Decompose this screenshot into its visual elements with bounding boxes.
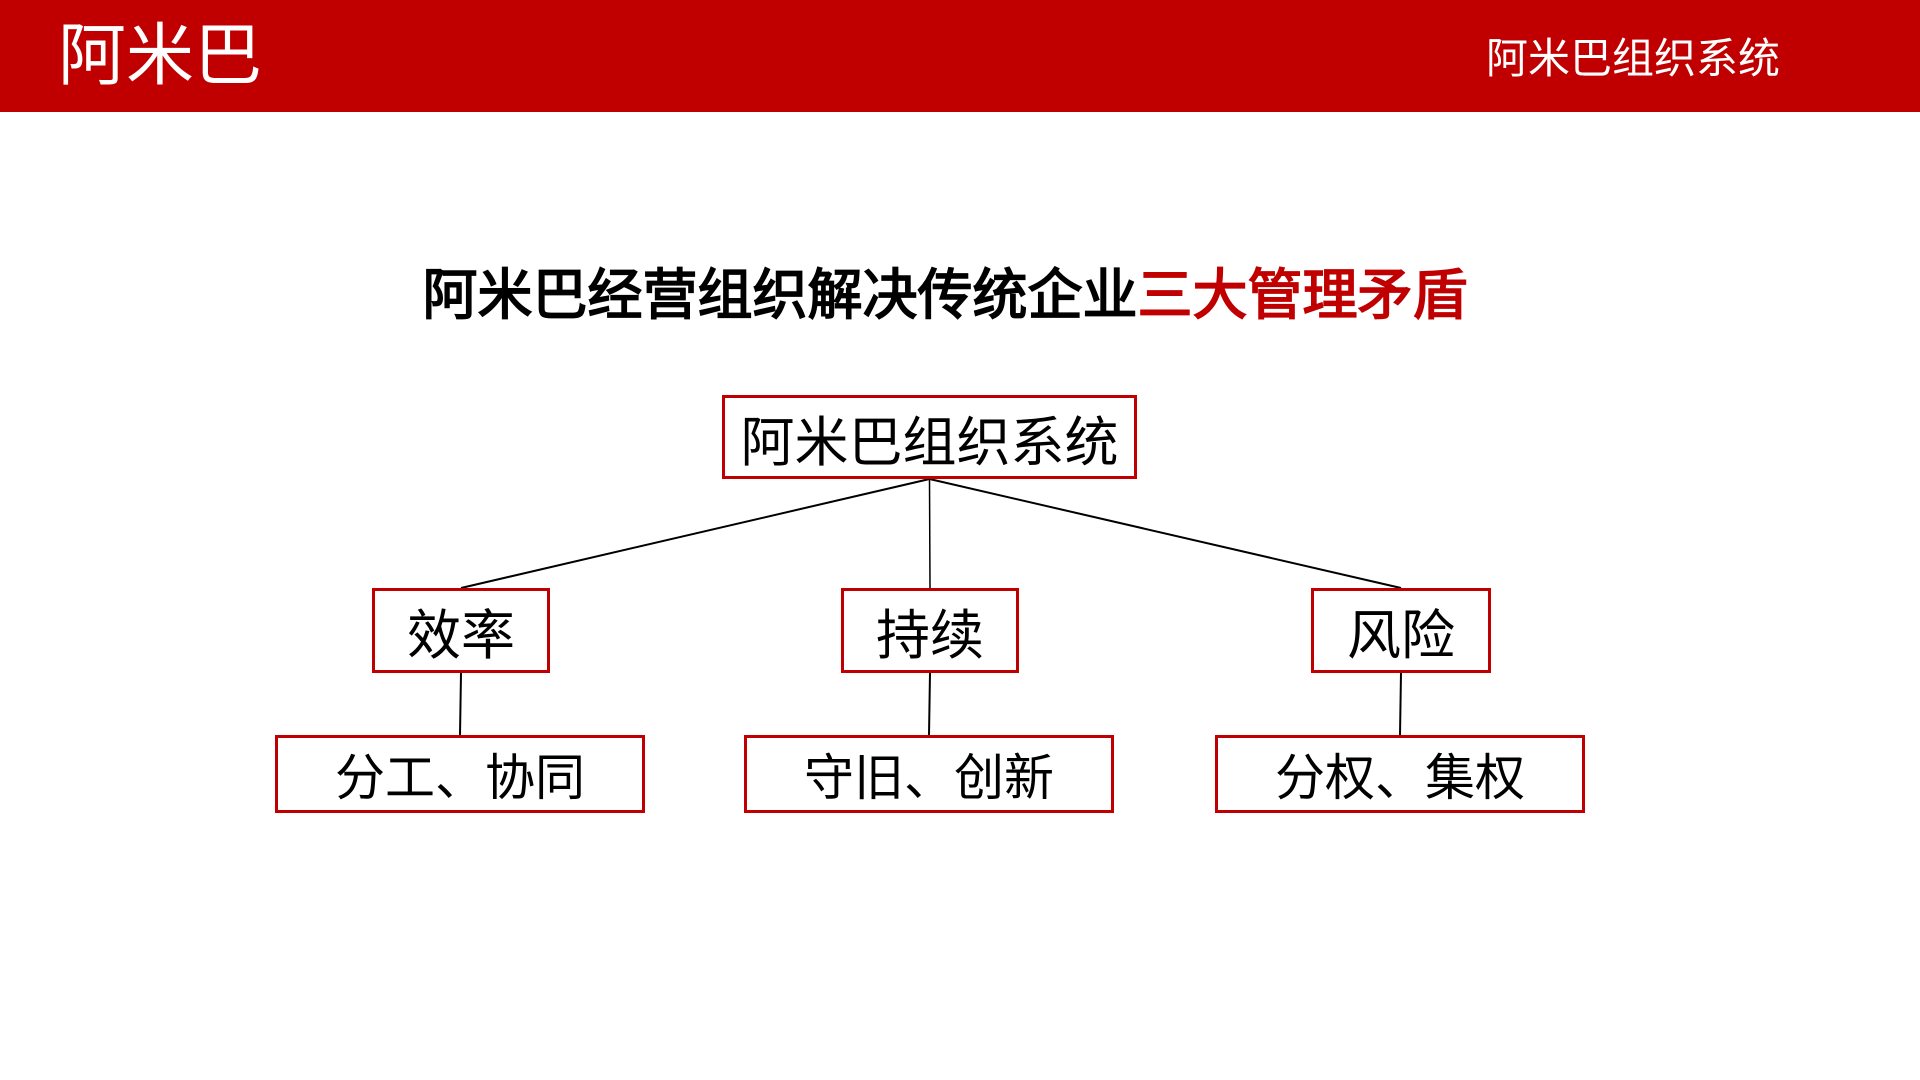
header-bar: 阿米巴 阿米巴组织系统 (0, 0, 1920, 112)
node-efficiency: 效率 (372, 588, 550, 673)
node-continuity: 持续 (841, 588, 1019, 673)
slide-title-highlight: 三大管理矛盾 (1137, 264, 1468, 326)
node-division-synergy: 分工、协同 (275, 735, 645, 813)
node-root-amoeba-org-system: 阿米巴组织系统 (722, 395, 1137, 479)
slide-title: 阿米巴经营组织解决传统企业三大管理矛盾 (0, 266, 1905, 324)
node-risk: 风险 (1311, 588, 1491, 673)
node-decentralization-centralization: 分权、集权 (1215, 735, 1585, 813)
brand-logo: 阿米巴 (58, 18, 263, 94)
node-conservatism-innovation: 守旧、创新 (744, 735, 1114, 813)
header-subtitle: 阿米巴组织系统 (1485, 35, 1780, 82)
slide-title-prefix: 阿米巴经营组织解决传统企业 (422, 264, 1138, 326)
